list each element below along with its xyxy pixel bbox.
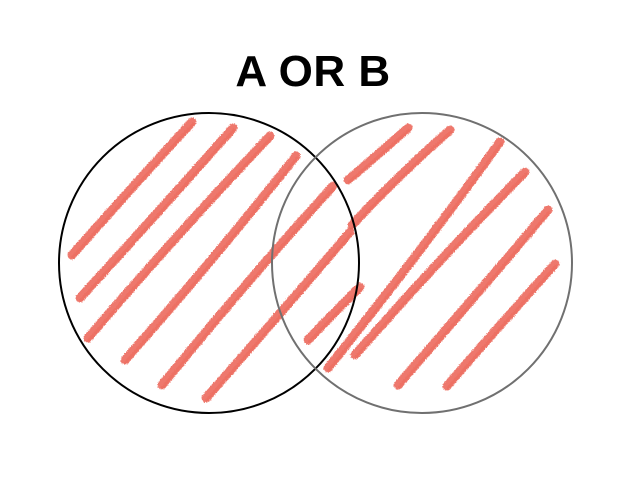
hatch-stroke-texture xyxy=(347,128,411,184)
hatch-stroke xyxy=(323,137,505,373)
hatch-stroke-texture xyxy=(71,122,195,259)
set-b-circle xyxy=(271,112,573,414)
hatch-stroke xyxy=(67,117,197,260)
hatch-stroke-texture xyxy=(327,142,503,372)
hatch-stroke-texture xyxy=(446,264,558,390)
hatch-stroke xyxy=(83,131,275,343)
hatch-stroke-texture xyxy=(354,172,528,359)
hatch-stroke xyxy=(350,167,530,360)
hatch-stroke xyxy=(393,205,553,390)
hatch-stroke xyxy=(120,151,301,365)
hatch-stroke xyxy=(157,181,338,390)
hatch-stroke xyxy=(343,123,413,185)
hatch-stroke-texture xyxy=(124,156,299,364)
hatch-stroke-texture xyxy=(87,136,273,342)
hatch-stroke xyxy=(303,282,365,345)
hatch-stroke-texture xyxy=(397,210,551,389)
hatch-stroke-texture xyxy=(79,128,236,302)
hatch-stroke xyxy=(201,227,355,403)
diagram-title: A OR B xyxy=(235,47,391,96)
union-hatching xyxy=(67,117,560,403)
hatch-stroke xyxy=(75,123,238,303)
hatch-stroke xyxy=(442,259,560,391)
set-a-circle xyxy=(58,112,360,414)
hatch-stroke-texture xyxy=(351,130,453,229)
hatch-stroke xyxy=(347,125,455,230)
hatch-stroke-texture xyxy=(161,186,336,389)
